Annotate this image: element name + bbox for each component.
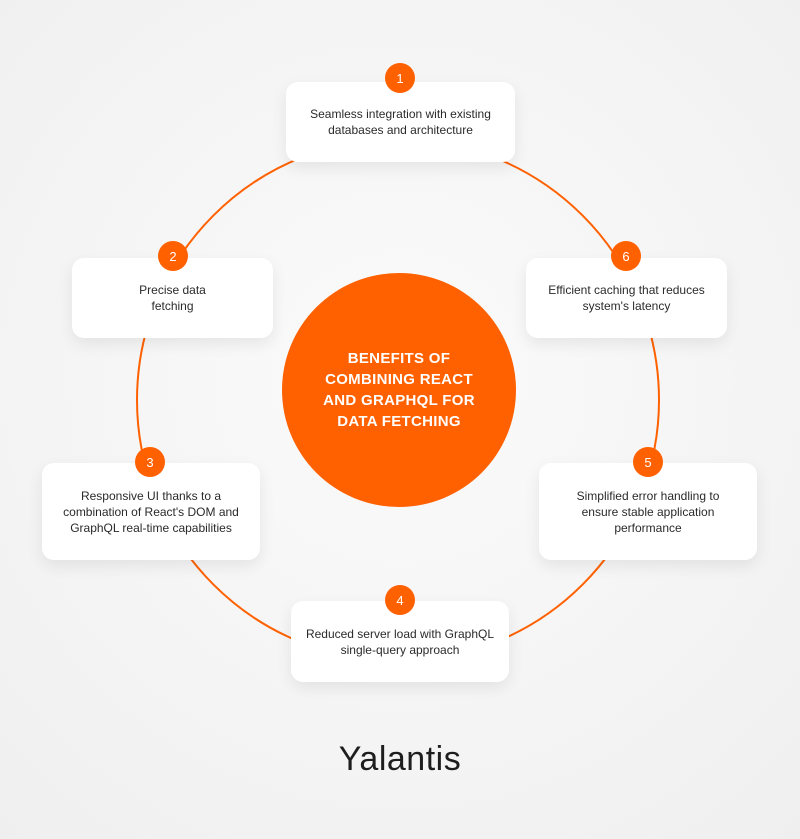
yalantis-logo: Yalantis	[338, 740, 462, 778]
benefit-text: Efficient caching that reduces system's …	[548, 283, 705, 313]
benefit-text: Seamless integration with existing datab…	[310, 107, 491, 137]
benefit-text: Simplified error handling to ensure stab…	[576, 488, 720, 535]
benefit-card-2: Precise data fetching	[72, 258, 273, 338]
number-badge-5: 5	[633, 447, 663, 477]
benefit-card-3: Responsive UI thanks to a combination of…	[42, 463, 260, 560]
center-title: BENEFITS OF COMBINING REACT AND GRAPHQL …	[282, 273, 516, 507]
benefit-card-1: Seamless integration with existing datab…	[286, 82, 515, 162]
number-badge-2: 2	[158, 241, 188, 271]
number-badge-6: 6	[611, 241, 641, 271]
benefit-text: Responsive UI thanks to a combination of…	[63, 488, 239, 535]
benefit-text: Precise data fetching	[139, 283, 206, 313]
number-badge-1: 1	[385, 63, 415, 93]
center-title-text: BENEFITS OF COMBINING REACT AND GRAPHQL …	[323, 350, 475, 430]
benefit-card-6: Efficient caching that reduces system's …	[526, 258, 727, 338]
number-badge-3: 3	[135, 447, 165, 477]
number-badge-4: 4	[385, 585, 415, 615]
benefit-text: Reduced server load with GraphQL single-…	[305, 626, 495, 657]
benefit-card-5: Simplified error handling to ensure stab…	[539, 463, 757, 560]
